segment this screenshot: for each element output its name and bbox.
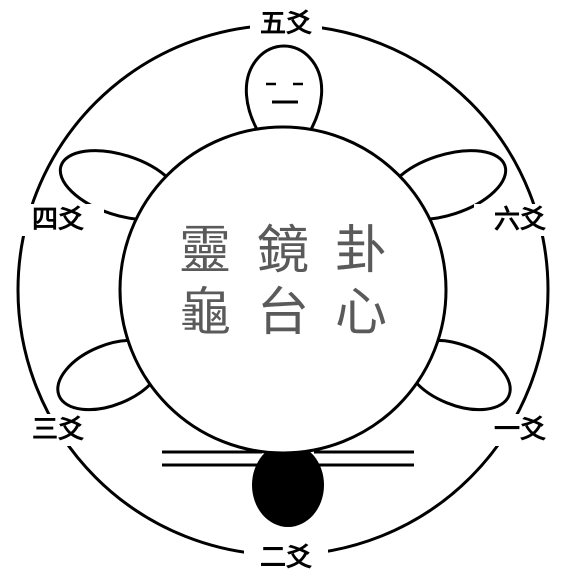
label-bg-lower-left	[8, 414, 108, 446]
label-bg-bottom	[244, 542, 328, 574]
label-upper-left: 四爻	[32, 205, 84, 235]
label-lower-right: 一爻	[494, 415, 546, 445]
label-bg-lower-right	[470, 414, 566, 446]
center-char-r2c2: 台	[257, 283, 309, 343]
center-char-r2c1: 龜	[179, 283, 231, 343]
label-bg-upper-right	[474, 204, 566, 236]
center-char-r1c3: 卦	[335, 221, 387, 281]
label-upper-right: 六爻	[494, 205, 546, 235]
center-char-r2c3: 心	[335, 283, 387, 343]
tortoise-shell	[118, 125, 448, 455]
label-top: 五爻	[260, 9, 312, 39]
tortoise-head	[244, 44, 324, 139]
label-lower-left: 三爻	[32, 415, 84, 445]
label-bg-top	[250, 8, 322, 38]
tortoise-tail	[252, 443, 324, 527]
label-bottom: 二爻	[260, 543, 312, 573]
center-char-r1c2: 鏡	[257, 221, 309, 281]
label-bg-upper-left	[12, 204, 104, 236]
center-char-r1c1: 靈	[179, 221, 231, 281]
